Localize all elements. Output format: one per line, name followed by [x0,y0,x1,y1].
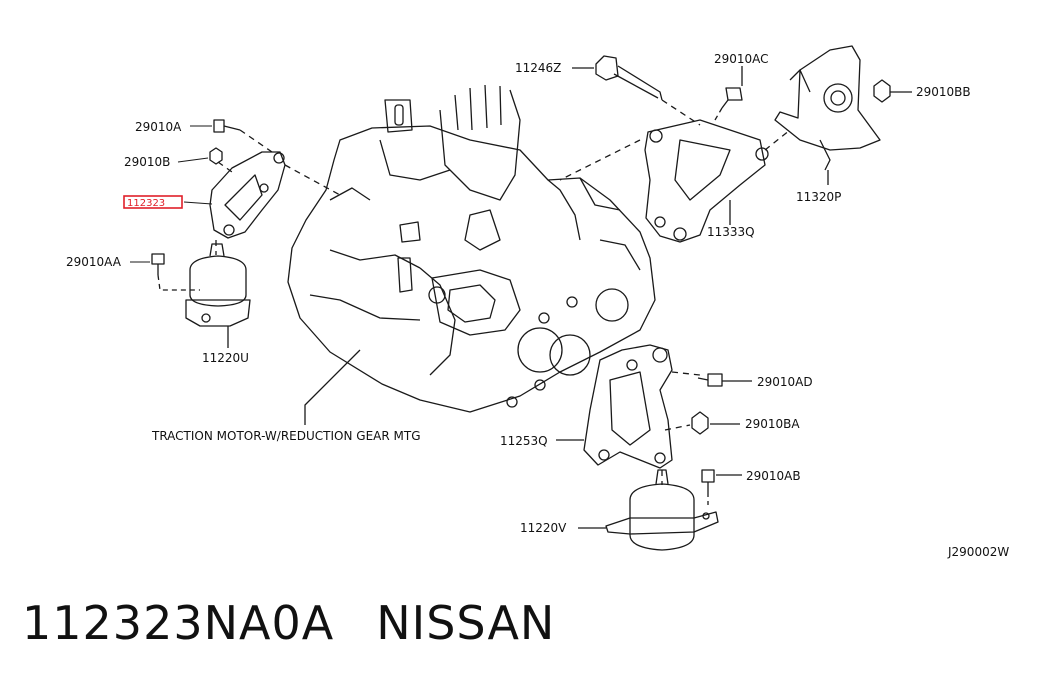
label-29010b: 29010B [124,155,170,169]
left-mount-bracket [209,151,286,239]
part-caption: 112323NA0A NISSAN [22,596,597,650]
bolt-29010aa [151,253,165,275]
bolt-29010ad [697,373,723,387]
bolt-29010a [213,119,241,133]
label-11253q: 11253Q [500,434,548,448]
bolt-29010ab [701,469,715,492]
bracket-11333q [644,119,769,243]
label-11333q: 11333Q [707,225,755,239]
bolt-29010ac [721,87,743,109]
caption-brand: NISSAN [376,596,556,650]
nut-29010b [209,147,223,165]
traction-motor-assembly [287,84,656,413]
label-29010ab: 29010AB [746,469,801,483]
label-29010ba: 29010BA [745,417,800,431]
label-29010aa: 29010AA [66,255,122,269]
bracket-11253q [583,344,673,469]
nut-29010ba [691,411,709,435]
label-11220u: 11220U [202,351,249,365]
highlight-box [123,195,183,209]
parts-diagram: 11246Z 29010AC 29010A 29010B 112323 2901… [66,45,1009,559]
nut-29010bb [873,79,891,103]
label-29010ad: 29010AD [757,375,813,389]
label-11320p: 11320P [796,190,841,204]
mount-insulator-11220u [185,243,251,348]
stud-11246z [595,55,663,101]
mount-insulator-11220v [605,469,719,551]
caption-part-number: 112323NA0A [22,596,335,650]
assembly-label: TRACTION MOTOR-W/REDUCTION GEAR MTG [151,429,421,443]
label-29010a: 29010A [135,120,182,134]
label-11220v: 11220V [520,521,567,535]
diagram-code: J290002W [947,545,1009,559]
label-29010ac: 29010AC [714,52,769,66]
mount-11320p [774,45,881,171]
label-112323: 112323 [127,198,165,209]
label-29010bb: 29010BB [916,85,971,99]
label-11246z: 11246Z [515,61,561,75]
